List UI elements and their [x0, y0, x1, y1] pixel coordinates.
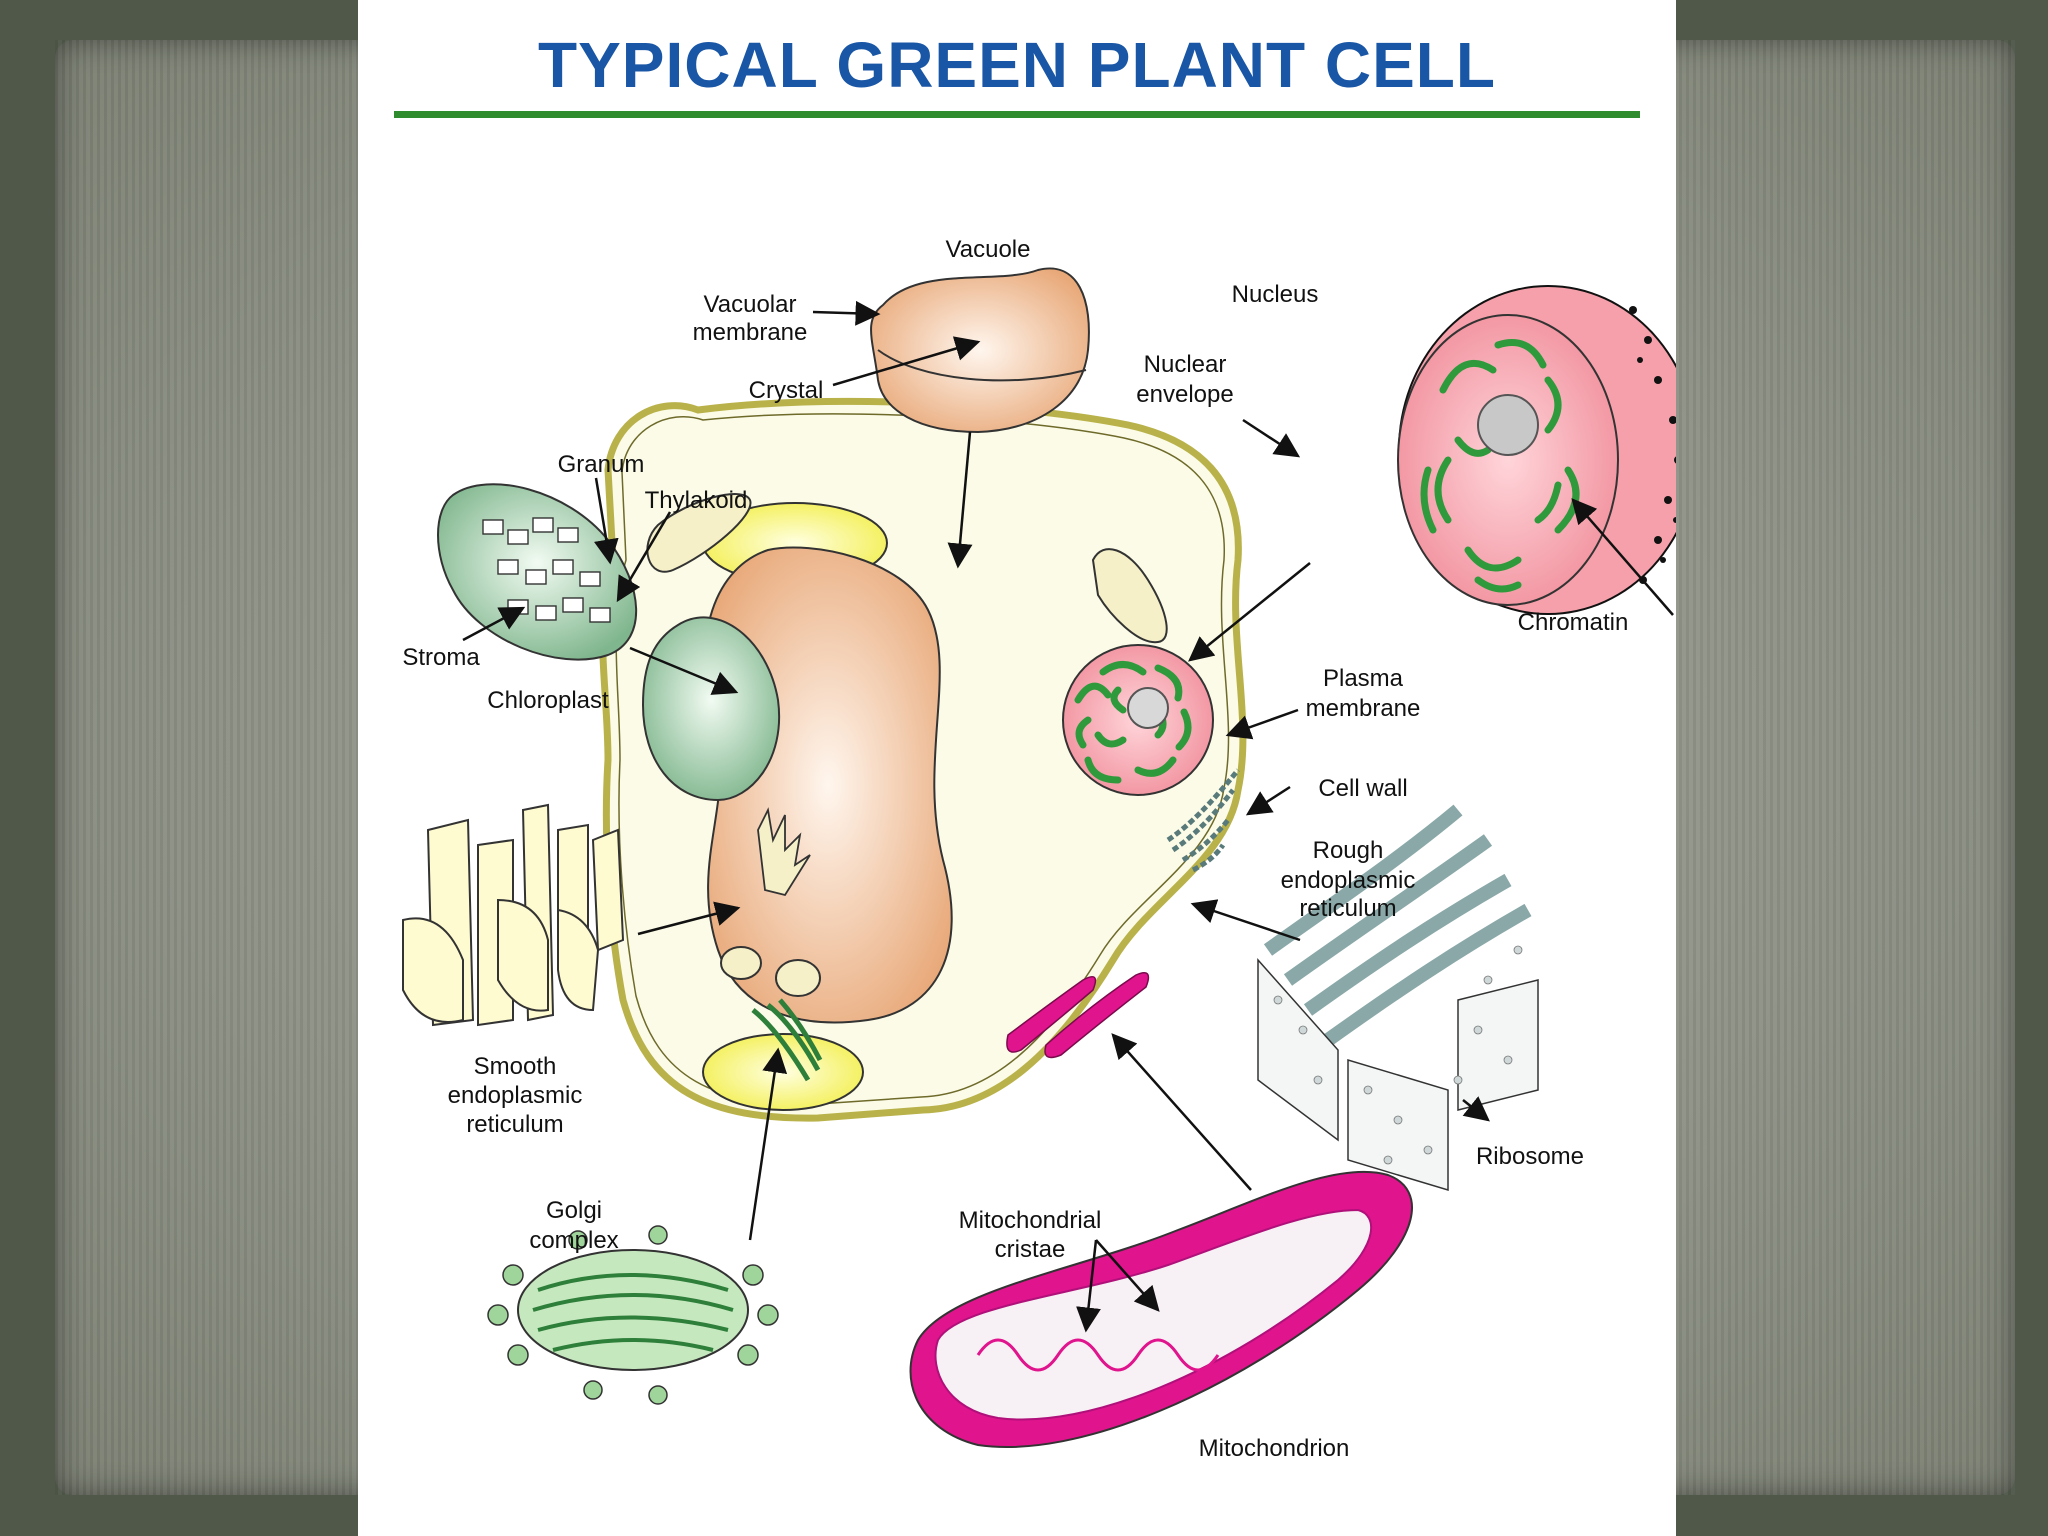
- label-mito-cristae-2: cristae: [995, 1236, 1066, 1263]
- label-thylakoid: Thylakoid: [645, 487, 748, 514]
- label-chromatin: Chromatin: [1518, 609, 1629, 636]
- label-smooth-er-1: Smooth: [474, 1053, 557, 1080]
- label-nuclear-envelope-2: envelope: [1136, 381, 1233, 408]
- label-plasma-membrane-1: Plasma: [1323, 665, 1404, 692]
- label-rough-er-3: reticulum: [1299, 895, 1396, 922]
- label-smooth-er-2: endoplasmic: [448, 1082, 583, 1109]
- label-stroma: Stroma: [402, 644, 480, 671]
- label-cell-wall: Cell wall: [1318, 775, 1407, 802]
- label-vacuole: Vacuole: [946, 236, 1031, 263]
- label-vacuolar-membrane-1: Vacuolar: [704, 291, 797, 318]
- label-mito-cristae-1: Mitochondrial: [959, 1207, 1102, 1234]
- label-golgi-1: Golgi: [546, 1197, 602, 1224]
- slide-panel: TYPICAL GREEN PLANT CELL: [358, 0, 1676, 1536]
- label-granum: Granum: [558, 451, 645, 478]
- vacuole-detail: [871, 268, 1089, 432]
- nucleus-in-cell: [1063, 645, 1213, 795]
- plant-cell-diagram: Vacuole Vacuolar membrane Crystal Nucleu…: [358, 0, 1676, 1536]
- nucleus-detail: [1398, 285, 1676, 615]
- label-nuclear-envelope-1: Nuclear: [1144, 351, 1227, 378]
- chloroplast-detail: [438, 484, 636, 659]
- label-plasma-membrane-2: membrane: [1306, 695, 1421, 722]
- label-crystal: Crystal: [749, 377, 824, 404]
- label-ribosome: Ribosome: [1476, 1143, 1584, 1170]
- label-chloroplast: Chloroplast: [487, 687, 609, 714]
- label-golgi-2: complex: [529, 1227, 618, 1254]
- smooth-er-detail: [403, 805, 623, 1025]
- label-rough-er-1: Rough: [1313, 837, 1384, 864]
- label-mitochondrion: Mitochondrion: [1199, 1435, 1350, 1462]
- label-rough-er-2: endoplasmic: [1281, 867, 1416, 894]
- label-vacuolar-membrane-2: membrane: [693, 319, 808, 346]
- label-smooth-er-3: reticulum: [466, 1111, 563, 1138]
- label-nucleus: Nucleus: [1232, 281, 1319, 308]
